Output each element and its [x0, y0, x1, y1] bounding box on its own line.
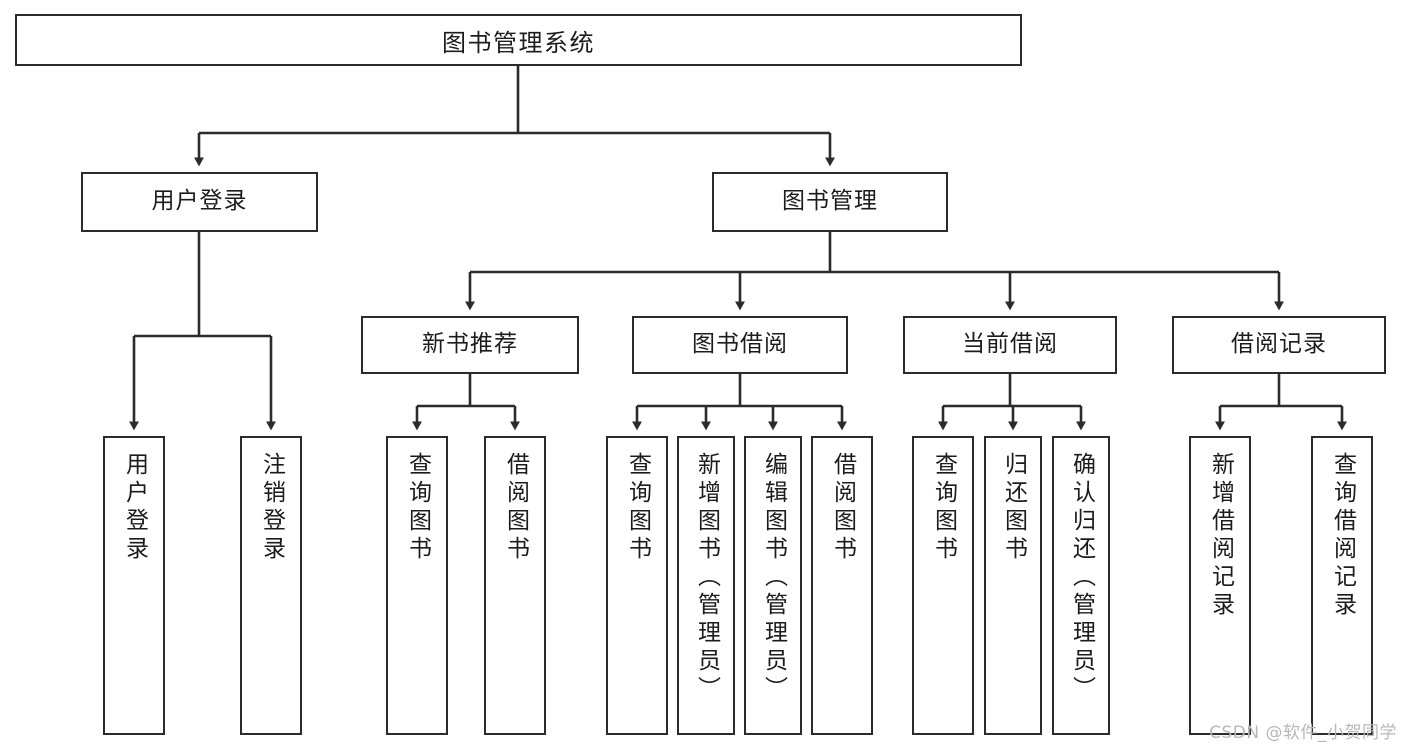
node-label: 图书借阅: [692, 331, 788, 358]
node-label: 查询图书: [404, 452, 431, 564]
node-level3-3[interactable]: 借阅记录: [1172, 316, 1386, 374]
node-label: 编辑图书（管理员）: [760, 452, 787, 704]
node-label: 确认归还（管理员）: [1068, 452, 1095, 704]
node-label: 图书管理: [782, 188, 878, 215]
node-label: 图书管理系统: [442, 28, 595, 57]
node-label: 新增图书（管理员）: [693, 452, 720, 704]
node-label: 查询图书: [930, 452, 957, 564]
node-leaf-9[interactable]: 归还图书: [984, 436, 1042, 735]
node-leaf-5[interactable]: 新增图书（管理员）: [677, 436, 735, 735]
node-label: 借阅记录: [1231, 331, 1327, 358]
node-leaf-8[interactable]: 查询图书: [912, 436, 974, 735]
node-leaf-3[interactable]: 借阅图书: [484, 436, 546, 735]
node-leaf-10[interactable]: 确认归还（管理员）: [1052, 436, 1110, 735]
node-leaf-12[interactable]: 查询借阅记录: [1311, 436, 1373, 735]
node-label: 当前借阅: [962, 331, 1058, 358]
node-leaf-7[interactable]: 借阅图书: [811, 436, 873, 735]
node-label: 借阅图书: [829, 452, 856, 564]
node-label: 新书推荐: [422, 331, 518, 358]
node-label: 归还图书: [1000, 452, 1027, 564]
node-leaf-2[interactable]: 查询图书: [386, 436, 448, 735]
node-label: 查询借阅记录: [1329, 452, 1356, 620]
node-level3-0[interactable]: 新书推荐: [361, 316, 579, 374]
node-label: 注销登录: [258, 452, 285, 564]
node-label: 用户登录: [151, 188, 248, 215]
node-leaf-1[interactable]: 注销登录: [240, 436, 302, 735]
node-label: 新增借阅记录: [1207, 452, 1234, 620]
csdn-watermark: CSDN @软件_小贺同学: [1209, 723, 1397, 743]
node-level3-2[interactable]: 当前借阅: [903, 316, 1117, 374]
node-root-图书管理系统[interactable]: 图书管理系统: [15, 14, 1022, 66]
node-level2-0[interactable]: 用户登录: [81, 172, 318, 232]
node-leaf-4[interactable]: 查询图书: [606, 436, 668, 735]
node-leaf-6[interactable]: 编辑图书（管理员）: [744, 436, 802, 735]
node-label: 借阅图书: [502, 452, 529, 564]
node-leaf-11[interactable]: 新增借阅记录: [1189, 436, 1251, 735]
node-level2-1[interactable]: 图书管理: [712, 172, 948, 232]
node-label: 查询图书: [624, 452, 651, 564]
node-leaf-0[interactable]: 用户登录: [103, 436, 165, 735]
node-level3-1[interactable]: 图书借阅: [632, 316, 848, 374]
node-label: 用户登录: [121, 452, 148, 564]
